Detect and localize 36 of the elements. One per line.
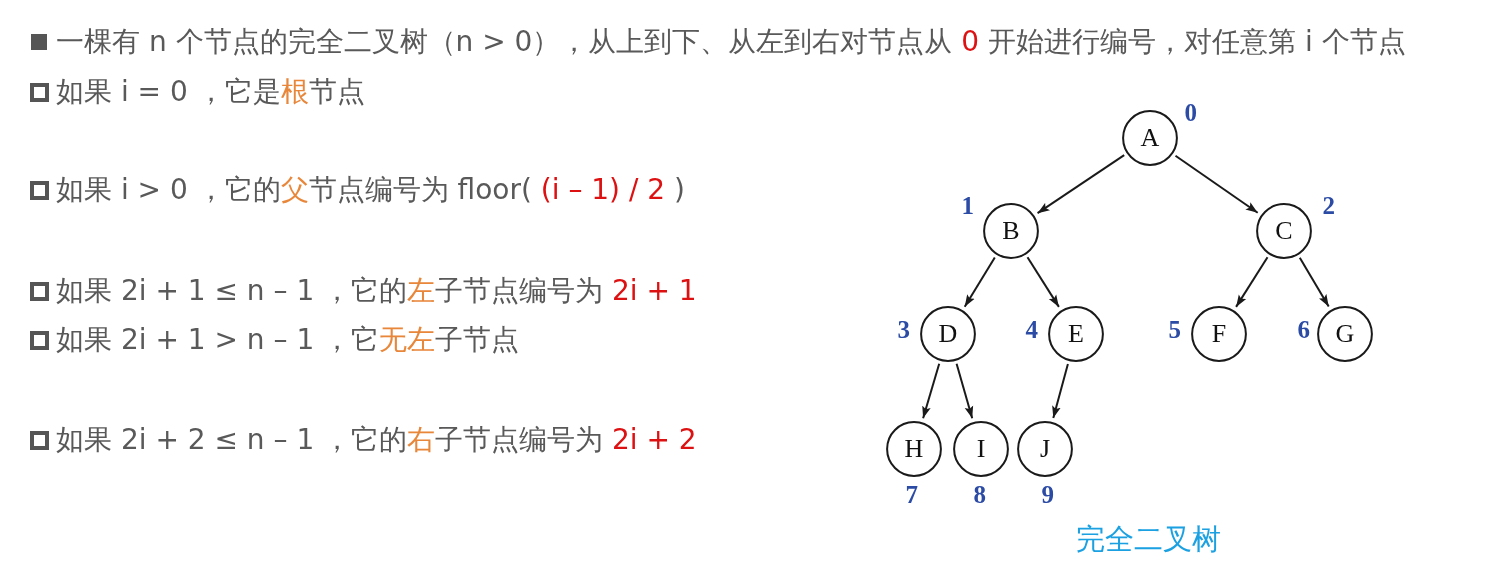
- node-circle: J: [1017, 421, 1073, 477]
- node-circle: C: [1256, 203, 1312, 259]
- condition-text: 如果 i = 0 ，它是根节点: [56, 74, 365, 110]
- statement-text: 一棵有 n 个节点的完全二叉树（n > 0），从上到下、从左到右对节点从 0 开始进行编号，对任意第 i 个节点: [56, 24, 1406, 60]
- arrow: [922, 362, 941, 420]
- node-circle: H: [886, 421, 942, 477]
- arrow: [1298, 256, 1330, 308]
- node-number: 9: [1041, 481, 1054, 507]
- condition-text: 如果 i > 0 ，它的父节点编号为 floor( (i – 1) / 2 ): [56, 172, 685, 208]
- node-circle: F: [1191, 306, 1247, 362]
- node-number: 2: [1322, 192, 1335, 218]
- node-number: 1: [961, 192, 974, 218]
- node-number: 3: [897, 316, 910, 342]
- node-number: 5: [1168, 316, 1181, 342]
- arrow: [1174, 154, 1259, 214]
- node-number: 7: [905, 481, 918, 507]
- node-circle: E: [1048, 306, 1104, 362]
- arrow: [955, 362, 974, 420]
- node-number: 6: [1297, 316, 1310, 342]
- node-circle: A: [1122, 110, 1178, 166]
- node-circle: B: [983, 203, 1039, 259]
- arrow: [1036, 154, 1126, 215]
- condition-text: 如果 2i + 2 ≤ n – 1 ，它的右子节点编号为 2i + 2: [56, 422, 697, 458]
- arrow: [1235, 256, 1269, 308]
- node-number: 0: [1184, 99, 1197, 125]
- node-circle: G: [1317, 306, 1373, 362]
- node-circle: I: [953, 421, 1009, 477]
- figure-caption: 完全二叉树: [1075, 521, 1221, 557]
- node-number: 8: [973, 481, 986, 507]
- node-circle: D: [920, 306, 976, 362]
- condition-text: 如果 2i + 1 > n – 1 ，它无左子节点: [56, 322, 520, 358]
- arrow: [1026, 256, 1060, 308]
- condition-text: 如果 2i + 1 ≤ n – 1 ，它的左子节点编号为 2i + 1: [56, 273, 697, 309]
- node-number: 4: [1025, 316, 1038, 342]
- arrow: [963, 256, 996, 308]
- arrow: [1052, 362, 1069, 420]
